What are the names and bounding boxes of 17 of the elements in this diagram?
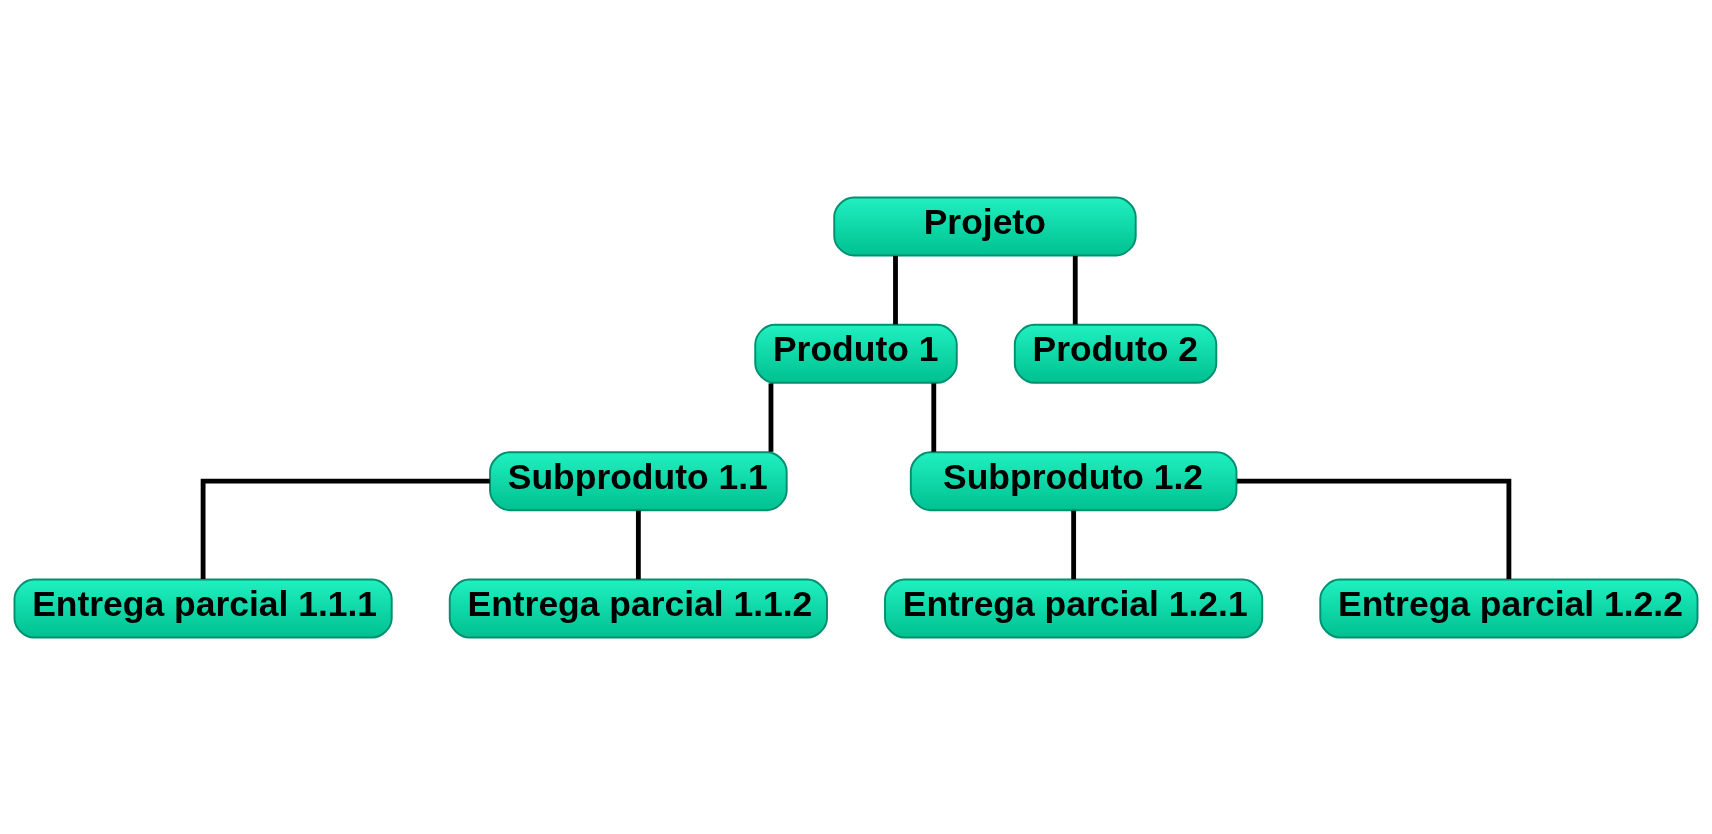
node-box: Entrega parcial 1.1.2 xyxy=(448,578,828,638)
connector xyxy=(768,382,774,452)
node-box: Entrega parcial 1.2.2 xyxy=(1319,578,1699,638)
node-box: Produto 2 xyxy=(1013,323,1218,384)
node-box: Produto 1 xyxy=(754,323,958,384)
node-box: Subproduto 1.1 xyxy=(489,450,788,511)
connector xyxy=(635,510,641,579)
node-box: Projeto xyxy=(833,196,1137,256)
connector xyxy=(200,478,490,579)
connector xyxy=(1072,255,1078,324)
node-box: Entrega parcial 1.1.1 xyxy=(13,578,393,638)
node-box: Subproduto 1.2 xyxy=(909,450,1238,511)
connector xyxy=(893,255,898,324)
node-box: Entrega parcial 1.2.1 xyxy=(884,578,1264,638)
connector xyxy=(1236,478,1512,579)
connector xyxy=(931,382,937,452)
connector xyxy=(1071,510,1077,579)
